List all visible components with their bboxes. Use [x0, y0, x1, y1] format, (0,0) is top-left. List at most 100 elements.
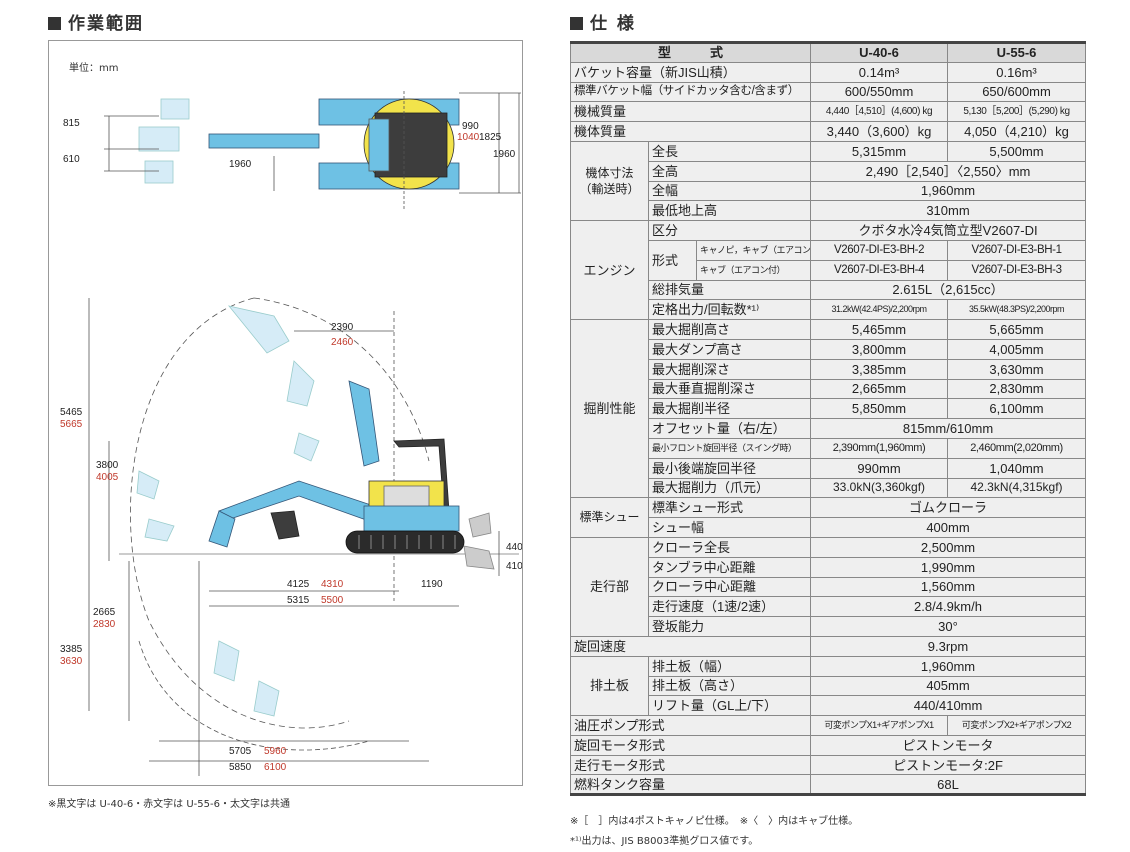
side-view	[88, 297, 519, 776]
shared-value: 440/410mm	[810, 695, 1087, 717]
table-row: 最大掘削半径 5,850mm 6,100mm	[571, 398, 1087, 420]
table-row: 走行部 クローラ全長 2,500mm	[570, 536, 1087, 637]
table-row: 最大垂直掘削深さ 2,665mm 2,830mm	[571, 378, 1087, 400]
excavator-drawing	[88, 91, 521, 776]
dim-440: 440	[506, 542, 523, 553]
dim-3385: 3385	[60, 644, 83, 655]
u40-value: 3,800mm	[810, 338, 949, 360]
dim-5850: 5850	[229, 762, 252, 773]
row-label: 最大垂直掘削深さ	[647, 378, 812, 400]
shared-value: 310mm	[810, 200, 1087, 222]
spec-footnote-2: *¹⁾出力は、JIS B8003準拠グロス値です。	[570, 836, 759, 847]
u55-value: 35.5kW(48.3PS)/2,200rpm	[947, 299, 1087, 321]
u55-value: 2,830mm	[947, 378, 1087, 400]
u40-value: 600/550mm	[810, 81, 949, 103]
spec-header-row: 型 式 U-40-6 U-55-6	[569, 42, 1087, 63]
shared-value: 9.3rpm	[810, 635, 1087, 657]
table-row: 総排気量 2.615L（2,615cc）	[571, 279, 1087, 301]
dim-5665: 5665	[60, 419, 83, 430]
dim-1960-bottom: 1960	[229, 159, 252, 170]
u40-value: 5,465mm	[810, 319, 949, 340]
dim-5705: 5705	[229, 746, 252, 757]
work-range-title: 作業範囲	[48, 9, 144, 34]
group-blade: 排土板	[570, 655, 649, 717]
dim-2460: 2460	[331, 337, 354, 348]
row-label: 機械質量	[569, 101, 812, 123]
row-label: 油圧ポンプ形式	[569, 715, 812, 736]
table-row: 排土板（高さ） 405mm	[571, 675, 1087, 697]
row-label: クローラ中心距離	[647, 576, 812, 598]
row-label: 最大掘削高さ	[647, 319, 812, 340]
table-row: 最小フロント旋回半径（スイング時） 2,390mm(1,960mm) 2,460…	[571, 437, 1087, 459]
row-label: 機体質量	[569, 121, 812, 142]
shared-value: ゴムクローラ	[810, 497, 1087, 519]
row-label: 区分	[647, 220, 812, 241]
table-row: タンブラ中心距離 1,990mm	[571, 556, 1087, 578]
row-label: 登坂能力	[647, 616, 812, 637]
u40-value: V2607-DI-E3-BH-4	[810, 259, 949, 281]
table-row: 登坂能力 30°	[571, 616, 1087, 637]
table-row: 形式 キャノピ，キャブ（エアコン無） V2607-DI-E3-BH-2 V260…	[571, 239, 1087, 281]
u55-value: 4,050（4,210）kg	[947, 121, 1087, 142]
shared-value: 815mm/610mm	[810, 418, 1087, 439]
u40-value: 3,385mm	[810, 358, 949, 380]
dim-610: 610	[63, 154, 80, 165]
dim-3800: 3800	[96, 460, 119, 471]
u40-value: 2,390mm(1,960mm)	[810, 437, 949, 459]
shared-value: 68L	[810, 774, 1087, 797]
table-row: シュー幅 400mm	[571, 517, 1087, 538]
table-row: 標準シュー 標準シュー形式 ゴムクローラ	[570, 497, 1087, 538]
shared-value: 1,960mm	[810, 180, 1087, 202]
row-label: 旋回モータ形式	[569, 734, 812, 756]
table-row: 排土板 排土板（幅） 1,960mm	[570, 655, 1087, 717]
row-label: 最大ダンプ高さ	[647, 338, 812, 360]
row-label: タンブラ中心距離	[647, 556, 812, 578]
u55-value: 4,005mm	[947, 338, 1087, 360]
row-label: リフト量（GL上/下）	[647, 695, 812, 717]
u55-value: 650/600mm	[947, 81, 1087, 103]
dim-2390: 2390	[331, 322, 354, 333]
header-u40: U-40-6	[810, 42, 949, 63]
dim-5500: 5500	[321, 595, 344, 606]
shared-value: 2,500mm	[810, 536, 1087, 558]
u55-value: V2607-DI-E3-BH-3	[947, 259, 1087, 281]
u40-value: V2607-DI-E3-BH-2	[810, 239, 949, 261]
row-label: 走行速度（1速/2速）	[647, 596, 812, 618]
row-label: 標準バケット幅（サイドカッタ含む/含まず）	[569, 81, 812, 103]
row-label: 最小後端旋回半径	[647, 457, 812, 479]
row-label: 形式	[648, 239, 697, 281]
dim-4005: 4005	[96, 472, 119, 483]
row-label: 全長	[647, 140, 812, 162]
table-row: 全幅 1,960mm	[571, 180, 1087, 202]
header-model: 型 式	[569, 42, 812, 63]
table-row: 標準バケット幅（サイドカッタ含む/含まず） 600/550mm 650/600m…	[569, 81, 1087, 103]
shared-value: クボタ水冷4気筒立型V2607-DI	[810, 220, 1087, 241]
dim-6100: 6100	[264, 762, 287, 773]
group-travel: 走行部	[570, 536, 649, 637]
u40-value: 5,850mm	[810, 398, 949, 420]
dim-1190: 1190	[421, 579, 443, 590]
table-row: エンジン 区分 クボタ水冷4気筒立型V2607-DI	[570, 220, 1087, 321]
shared-value: 400mm	[810, 517, 1087, 538]
row-label: 全高	[647, 160, 812, 182]
u55-value: 0.16m³	[947, 61, 1087, 83]
u40-value: 3,440（3,600）kg	[810, 121, 949, 142]
table-row: 最大ダンプ高さ 3,800mm 4,005mm	[571, 338, 1087, 360]
table-row: 油圧ポンプ形式 可変ポンプX1+ギアポンプX1 可変ポンプX2+ギアポンプX2	[569, 715, 1087, 736]
u55-value: 5,665mm	[947, 319, 1087, 340]
group-dimensions: 機体寸法（輸送時）	[570, 140, 649, 222]
row-label: 標準シュー形式	[647, 497, 812, 519]
dim-1960-right: 1960	[493, 149, 516, 160]
shared-value: 1,960mm	[810, 655, 1087, 677]
shared-value: 2.615L（2,615cc）	[810, 279, 1087, 301]
row-label: 最大掘削半径	[647, 398, 812, 420]
shared-value: ピストンモータ:2F	[810, 754, 1087, 776]
row-label: クローラ全長	[647, 536, 812, 558]
u40-value: 31.2kW(42.4PS)/2,200rpm	[810, 299, 949, 321]
u55-value: 1,040mm	[947, 457, 1087, 479]
dim-1040: 1040	[457, 132, 480, 143]
table-row: 全高 2,490［2,540］〈2,550〉mm	[571, 160, 1087, 182]
shared-value: ピストンモータ	[810, 734, 1087, 756]
table-row: キャブ（エアコン付） V2607-DI-E3-BH-4 V2607-DI-E3-…	[571, 259, 1087, 281]
dim-5315: 5315	[287, 595, 310, 606]
